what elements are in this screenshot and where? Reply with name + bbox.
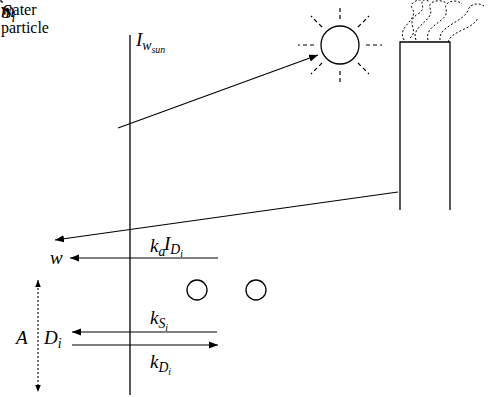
dimension-label: A — [16, 328, 28, 347]
rate-arrow — [72, 344, 218, 345]
flux-symbol: IDi — [164, 234, 183, 253]
phase-symbol: w — [50, 248, 63, 267]
emission-flux-arrow — [55, 192, 398, 240]
water-particle-circle: mwater particleSi — [0, 0, 2, 2]
rate-symbol: kSi — [150, 308, 168, 327]
rate-arrow — [70, 257, 218, 258]
rate-symbol: kDi — [150, 352, 171, 371]
phase-symbol: Di — [44, 328, 62, 347]
inclusion-circle — [246, 280, 266, 300]
solute-circle: Si — [1, 1, 3, 3]
rate-symbol: ka — [150, 236, 165, 255]
flux-symbol: Iwsun — [136, 30, 165, 49]
chimney-symbol — [400, 0, 484, 210]
dimension-arrow — [37, 280, 38, 392]
surface-line — [129, 35, 130, 395]
inclusion-circle — [187, 280, 207, 300]
solute-symbol: Si — [2, 2, 15, 21]
rate-arrow — [72, 331, 217, 332]
sun-symbol — [298, 5, 382, 85]
sun-flux-arrow — [118, 55, 318, 128]
